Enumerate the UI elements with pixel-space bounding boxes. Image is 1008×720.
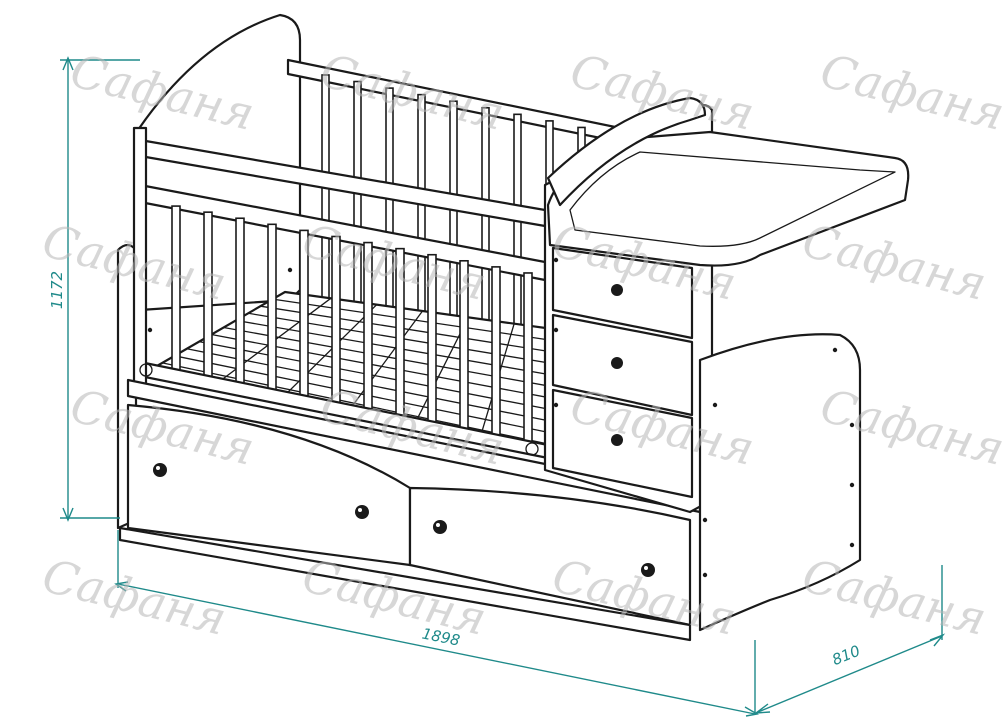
back-slat bbox=[353, 80, 362, 331]
knob-icon bbox=[355, 505, 369, 519]
front-slat bbox=[491, 266, 501, 445]
knob-icon bbox=[433, 520, 447, 534]
wheel-icon bbox=[139, 363, 153, 377]
base-plinth bbox=[118, 526, 692, 642]
back-slat bbox=[449, 100, 458, 345]
chest-drawer-bottom bbox=[551, 388, 694, 499]
knob-icon bbox=[611, 434, 623, 446]
base-grid-line bbox=[346, 310, 424, 414]
knob-icon bbox=[611, 357, 623, 369]
watermark-text: Сафаня bbox=[815, 43, 1008, 141]
back-slat bbox=[385, 87, 394, 335]
knob-icon bbox=[153, 463, 167, 477]
dimension-height: 1172 bbox=[48, 56, 140, 522]
watermark-text: Сафаня bbox=[797, 213, 991, 311]
front-slat bbox=[267, 223, 277, 399]
tray-side-rail bbox=[546, 96, 707, 207]
chest-side-panel bbox=[698, 333, 862, 632]
watermark-text: Сафаня bbox=[797, 548, 991, 646]
base-grid-line bbox=[281, 304, 378, 399]
knob-icon bbox=[611, 284, 623, 296]
back-slat bbox=[481, 106, 490, 349]
base-grid-line bbox=[412, 316, 469, 428]
right-drawer bbox=[408, 486, 692, 627]
back-slat bbox=[321, 74, 330, 326]
assembly-holes bbox=[147, 257, 855, 578]
height-label: 1172 bbox=[48, 271, 66, 309]
drawer-knobs bbox=[153, 463, 655, 577]
knob-icon bbox=[641, 563, 655, 577]
back-slat bbox=[513, 113, 522, 354]
watermark-text: Сафаня bbox=[315, 43, 509, 141]
chest-drawer-top bbox=[551, 246, 694, 340]
front-slat bbox=[235, 217, 245, 393]
depth-label: 810 bbox=[829, 642, 862, 669]
changing-tray-inner bbox=[569, 151, 896, 247]
watermark-text: Сафаня bbox=[37, 548, 231, 646]
front-slat bbox=[523, 272, 533, 451]
back-slat bbox=[417, 93, 426, 340]
wheel-icon bbox=[525, 442, 539, 456]
